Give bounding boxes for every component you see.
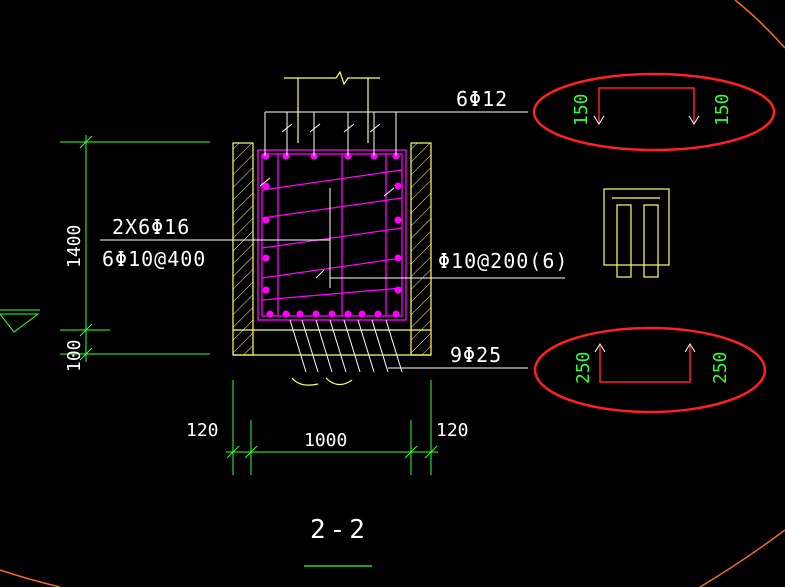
hook-detail-figure (603, 188, 670, 278)
top-bars-label: 6Φ12 (456, 87, 508, 111)
width-dimension (226, 380, 438, 475)
height-base-text: 100 (64, 339, 85, 372)
base-slab (233, 329, 431, 356)
rebar-cage (257, 149, 407, 321)
top-post (284, 70, 380, 143)
width-main-dim-text: 1000 (304, 430, 347, 451)
top-hook-left-text: 150 (571, 93, 592, 126)
wall-right (410, 142, 432, 356)
bottom-hook-left-text: 250 (573, 351, 594, 384)
rebar-dots (262, 152, 402, 318)
center-stirrup (315, 188, 331, 288)
height-main-text: 1400 (64, 225, 85, 268)
top-hook-callout (532, 72, 776, 152)
tick-marks (259, 123, 395, 197)
wall-left-dim-text: 120 (186, 420, 219, 441)
side-stirrups-label: 6Φ10@400 (102, 247, 206, 271)
leaders (100, 111, 565, 373)
section-title: 2-2 (310, 515, 369, 545)
bottom-bars-label: 9Φ25 (450, 343, 502, 367)
bottom-hook-right-text: 250 (710, 351, 731, 384)
bar-anchor-hook (291, 377, 353, 386)
side-bars-label: 2X6Φ16 (112, 215, 190, 239)
stirrup-label: Φ10@200(6) (438, 249, 568, 273)
wall-right-dim-text: 120 (436, 420, 469, 441)
top-hook-right-text: 150 (712, 93, 733, 126)
height-dimension (60, 135, 210, 362)
wall-left (232, 142, 254, 356)
bottom-hook-callout (533, 326, 767, 414)
section-marker-icon (0, 309, 40, 333)
